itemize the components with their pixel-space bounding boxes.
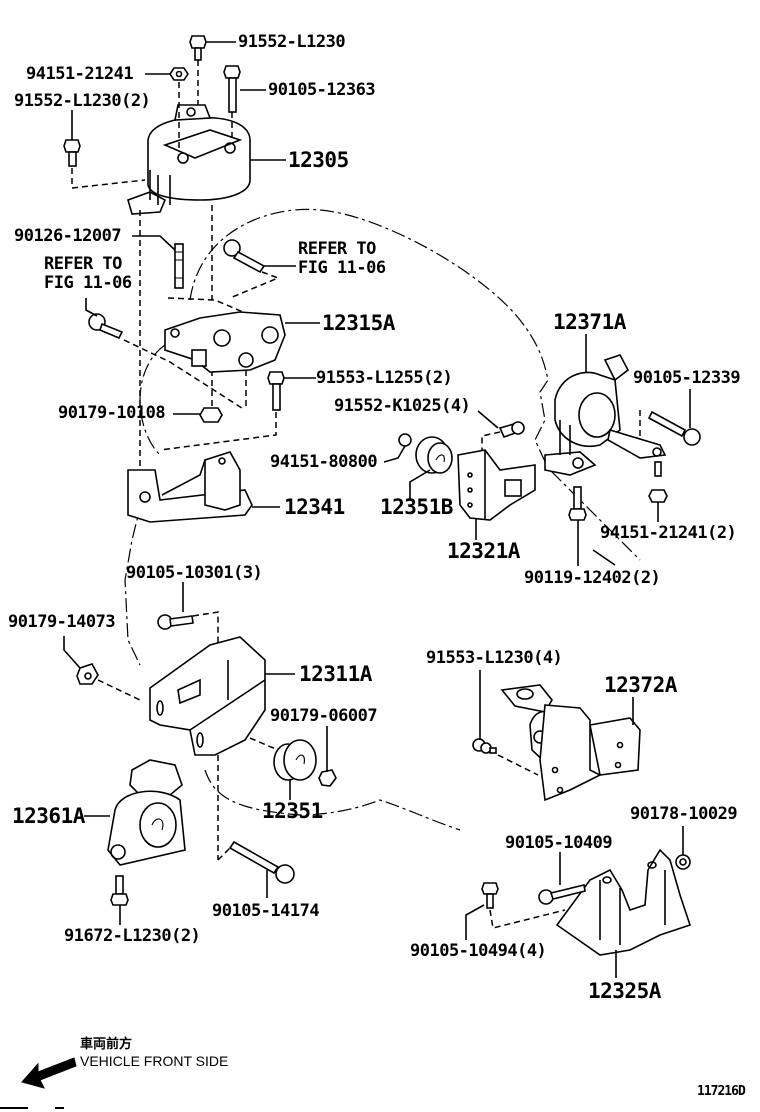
part-label[interactable]: 90179-06007 (270, 706, 378, 726)
part-label[interactable]: 90105-12339 (633, 368, 741, 388)
bolt-90105-12363-drawing (223, 65, 241, 113)
leader-dash (123, 339, 246, 411)
bolt-90105-14174-drawing (228, 840, 295, 884)
nut-90178-10029-drawing (675, 854, 691, 870)
bolt-refer-fig-11-06-left-drawing (88, 313, 124, 340)
part-label[interactable]: 90178-10029 (630, 804, 738, 824)
refer-note-right[interactable]: REFER TO FIG 11-06 (298, 239, 386, 278)
vehicle-front-arrow-icon (21, 1057, 77, 1089)
part-label[interactable]: 90105-10301(3) (126, 563, 263, 583)
bolt-91553-L1230-drawing (472, 738, 497, 754)
part-label[interactable]: 12372A (604, 673, 677, 697)
part-label[interactable]: 12371A (553, 310, 626, 334)
bolt-91552-K1025-drawing (498, 421, 525, 439)
part-12311A-drawing (149, 636, 266, 756)
part-label[interactable]: 91553-L1230(4) (426, 648, 563, 668)
nut-90179-14073-drawing (76, 663, 99, 685)
part-label[interactable]: 90119-12402(2) (524, 568, 661, 588)
leader-dash (497, 754, 539, 776)
part-12341-drawing (127, 451, 253, 523)
bolt-refer-fig-11-06-right-drawing (223, 239, 266, 274)
bolt-91552-L1230-x2-drawing (63, 139, 81, 167)
part-label[interactable]: 12351B (380, 495, 453, 519)
leader-dash (217, 845, 233, 861)
leader-dash (71, 168, 146, 189)
part-12321A-drawing (457, 449, 536, 521)
part-12371A-drawing (544, 354, 667, 476)
nut-90179-06007-drawing (318, 769, 337, 787)
leader-dash (192, 611, 219, 660)
leader-dash (489, 909, 566, 929)
part-12351B-drawing (415, 436, 453, 474)
bolt-90105-10301-drawing (157, 614, 194, 630)
part-label[interactable]: 12341 (284, 495, 345, 519)
part-12372A-drawing (500, 684, 641, 802)
nut-94151-21241-drawing (169, 67, 189, 81)
part-label[interactable]: 12315A (322, 311, 395, 335)
part-12361A-drawing (107, 759, 186, 866)
part-label[interactable]: 90105-14174 (212, 901, 320, 921)
bolt-90105-12339-drawing (647, 410, 701, 446)
part-label[interactable]: 94151-21241(2) (600, 523, 737, 543)
part-label[interactable]: 91552-K1025(4) (334, 396, 471, 416)
part-label[interactable]: 90179-10108 (58, 403, 166, 423)
nut-90179-10108-drawing (199, 407, 223, 423)
bolt-90105-10494-drawing (481, 882, 499, 909)
part-label[interactable]: 90105-12363 (268, 80, 376, 100)
leader-dash (159, 412, 277, 451)
part-label[interactable]: 90105-10494(4) (410, 941, 547, 961)
leader-lines (63, 41, 691, 978)
part-label[interactable]: 12305 (288, 148, 349, 172)
part-label[interactable]: 91672-L1230(2) (64, 926, 201, 946)
leader-dash (229, 271, 281, 299)
figure-id: 117216D (697, 1084, 746, 1099)
part-12325A-drawing (555, 848, 692, 956)
part-label[interactable]: 12311A (299, 662, 372, 686)
refer-note-left[interactable]: REFER TO FIG 11-06 (44, 254, 132, 293)
part-label[interactable]: 12325A (588, 979, 661, 1003)
part-label[interactable]: 90105-10409 (505, 833, 613, 853)
bolt-91553-L1255-drawing (267, 371, 285, 411)
vehicle-front-label: VEHICLE FRONT SIDE (80, 1053, 229, 1069)
part-12315A-drawing (164, 311, 286, 373)
leader-dash (167, 297, 251, 316)
part-label[interactable]: 12361A (12, 804, 85, 828)
bolt-90105-10409-drawing (538, 884, 586, 905)
part-12351-drawing (273, 739, 317, 781)
part-label[interactable]: 12321A (447, 539, 520, 563)
lower-phantom-outline (204, 769, 461, 831)
part-12305-drawing (127, 104, 251, 215)
part-label[interactable]: 91552-L1230(2) (14, 91, 151, 111)
leader-dash (249, 737, 279, 751)
part-label[interactable]: 12351 (262, 799, 323, 823)
bolt-91552-L1230-drawing (189, 35, 207, 61)
part-label[interactable]: 94151-80800 (270, 452, 378, 472)
part-label[interactable]: 94151-21241 (26, 64, 134, 84)
leader-dash (97, 679, 141, 701)
part-label[interactable]: 91553-L1255(2) (316, 368, 453, 388)
bolt-90119-12402-drawing (568, 486, 587, 521)
part-label[interactable]: 90126-12007 (14, 226, 122, 246)
bolt-91672-L1230-drawing (110, 875, 129, 906)
vehicle-front-label-japanese: 車両前方 (80, 1037, 133, 1052)
nut-94151-80800-drawing (398, 433, 412, 447)
part-label[interactable]: 91552-L1230 (238, 32, 346, 52)
nut-94151-21241-x2-drawing (648, 461, 668, 503)
stud-90126-12007-drawing (174, 243, 184, 289)
part-label[interactable]: 90179-14073 (8, 612, 116, 632)
